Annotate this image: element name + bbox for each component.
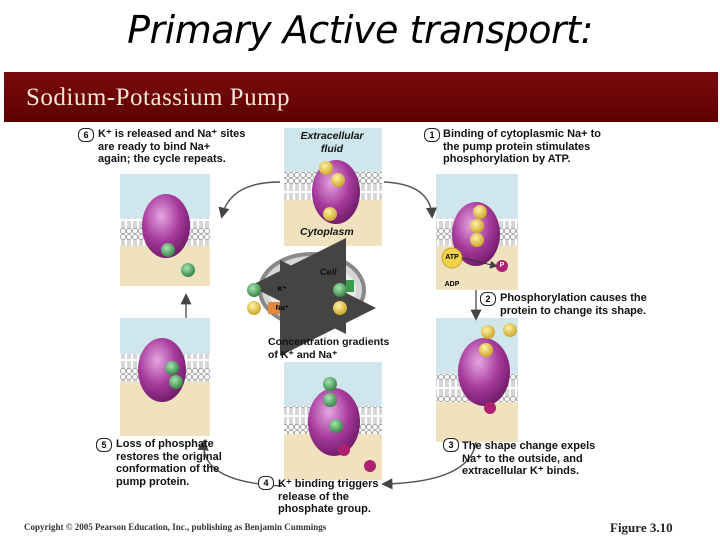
slide-title: Primary Active transport: xyxy=(127,8,593,52)
banner: Sodium-Potassium Pump xyxy=(4,72,718,122)
cell-diagram xyxy=(247,238,376,356)
panel-top-center xyxy=(284,128,382,246)
panel-left-5 xyxy=(120,318,210,436)
phosphate-label: P xyxy=(499,262,505,269)
pump-figure: Extracellular fluid Cytoplasm Cell Conce… xyxy=(0,122,720,540)
extracellular-label: Extracellular fluid xyxy=(300,130,364,155)
panel-left-6 xyxy=(120,174,210,286)
step-3-number: 3 xyxy=(443,438,459,452)
gradient-label: Concentration gradients of K⁺ and Na⁺ xyxy=(268,336,390,361)
step-4-text: K⁺ binding triggers release of the phosp… xyxy=(278,478,379,515)
step-2-number: 2 xyxy=(480,292,496,306)
step-6-text: K⁺ is released and Na⁺ sites are ready t… xyxy=(98,128,246,165)
step-1-text: Binding of cytoplasmic Na+ to the pump p… xyxy=(443,128,601,165)
panel-bottom-center xyxy=(284,362,382,480)
step-5-text: Loss of phosphate restores the original … xyxy=(116,438,222,488)
banner-title: Sodium-Potassium Pump xyxy=(26,84,291,111)
pump-protein-top xyxy=(312,160,360,224)
cytoplasm-label: Cytoplasm xyxy=(300,226,354,238)
na-ion-label: Na⁺ xyxy=(275,305,289,312)
step-1-number: 1 xyxy=(424,128,440,142)
panel-right-1 xyxy=(436,174,518,290)
atp-label: ATP xyxy=(445,254,459,261)
step-3-text: The shape change expels Na⁺ to the outsi… xyxy=(462,440,596,477)
k-ion-label: K⁺ xyxy=(277,286,287,293)
step-5-number: 5 xyxy=(96,438,112,452)
figure-number: Figure 3.10 xyxy=(610,520,673,535)
adp-label: ADP xyxy=(444,281,460,288)
cell-label: Cell xyxy=(320,267,337,277)
step-6-number: 6 xyxy=(78,128,94,142)
pump-diagram xyxy=(120,128,518,490)
panel-right-2 xyxy=(436,318,518,442)
step-4-number: 4 xyxy=(258,476,274,490)
step-2-text: Phosphorylation causes the protein to ch… xyxy=(500,292,647,317)
copyright-text: Copyright © 2005 Pearson Education, Inc.… xyxy=(24,522,327,532)
